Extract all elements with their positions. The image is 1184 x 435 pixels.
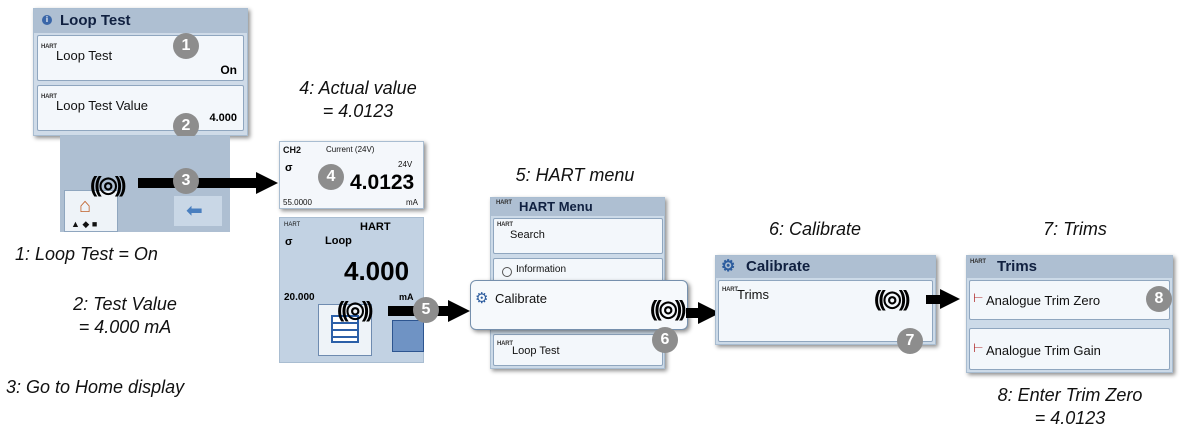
arrow-7-head (940, 289, 960, 309)
badge-7: 7 (897, 328, 923, 354)
trims-item-zero[interactable]: ⊢ Analogue Trim Zero (969, 280, 1170, 320)
home-small-text: ▲ ◆ ■ (71, 219, 98, 229)
calibrate-title: Calibrate (746, 258, 811, 275)
trims-label: Trims (737, 287, 770, 302)
hart-menu-title: HART Menu (519, 199, 593, 214)
back-arrow-icon: ⬅ (186, 200, 203, 222)
caption-enter-trim-line1: 8: Enter Trim Zero (997, 385, 1143, 405)
calibrate-panel: ⚙ Calibrate HART Trims (715, 255, 936, 345)
ch2-display: CH2 Current (24V) 24V σ 4.0123 55.0000 m… (279, 141, 424, 209)
loop-test-value-item[interactable]: HART Loop Test Value 4.000 (37, 85, 244, 131)
hart-sensor-icon: σ (285, 236, 293, 248)
caption-test-value: 2: Test Value = 4.000 mA (30, 293, 220, 339)
hart-value: 4.000 (344, 256, 410, 286)
arrow-3-head (256, 172, 278, 194)
ch2-title: Current (24V) (326, 145, 375, 154)
ch2-label: CH2 (283, 145, 302, 155)
trim-zero-icon: ⊢ (973, 291, 984, 305)
hart-icon: HART (41, 94, 57, 100)
hart-menu-item-information[interactable]: Information (493, 258, 663, 282)
hart-menu-item-search[interactable]: HART Search (493, 218, 663, 254)
press-icon: ((◎)) (874, 286, 910, 311)
loop-test-item[interactable]: HART Loop Test On (37, 35, 244, 81)
ch2-sensor-icon: σ (285, 162, 293, 174)
caption-actual-value-line1: 4: Actual value (299, 78, 417, 98)
information-label: Information (516, 264, 567, 275)
loop-test-menu-label: Loop Test (512, 345, 560, 357)
hart-menu-item-loop-test[interactable]: HART Loop Test (493, 334, 663, 366)
menu-button[interactable] (318, 304, 372, 356)
caption-test-value-line1: 2: Test Value (73, 294, 177, 314)
badge-4: 4 (318, 164, 344, 190)
ch2-min-unit: mA (406, 198, 418, 207)
press-icon: ((◎)) (337, 297, 373, 322)
badge-1: 1 (173, 33, 199, 59)
back-button[interactable]: ⬅ (174, 196, 222, 226)
loop-test-value-value: 4.000 (209, 112, 237, 124)
info-icon (502, 267, 512, 277)
loop-test-title: Loop Test (60, 12, 131, 29)
calibrate-gear-icon: ⚙ (475, 290, 489, 307)
hart-unit: mA (399, 292, 414, 302)
trims-item-gain[interactable]: ⊢ Analogue Trim Gain (969, 328, 1170, 370)
hart-icon: HART (722, 287, 738, 293)
caption-home-display: 3: Go to Home display (6, 377, 185, 397)
caption-enter-trim: 8: Enter Trim Zero = 4.0123 (960, 384, 1180, 430)
trims-title: Trims (997, 258, 1038, 275)
hart-icon: HART (497, 341, 513, 347)
trim-zero-label: Analogue Trim Zero (986, 293, 1101, 308)
hart-icon: HART (970, 259, 986, 265)
hart-icon: HART (496, 200, 512, 206)
press-icon: ((◎)) (90, 172, 126, 197)
badge-6: 6 (652, 327, 678, 353)
hart-icon: HART (497, 222, 513, 228)
caption-enter-trim-line2: = 4.0123 (1034, 408, 1106, 428)
badge-8: 8 (1146, 286, 1172, 312)
arrow-5-head (448, 300, 470, 322)
calibrate-header: ⚙ Calibrate (716, 256, 935, 278)
info-icon: i (42, 15, 52, 25)
loop-label: Loop (325, 235, 352, 247)
ch2-min: 55.0000 (283, 198, 312, 207)
loop-test-header: i Loop Test (34, 9, 247, 33)
ch2-value: 4.0123 (350, 171, 415, 194)
home-button[interactable]: ⌂ ▲ ◆ ■ (64, 190, 118, 232)
hart-menu-header: HART HART Menu (491, 198, 664, 216)
caption-test-value-line2: = 4.000 mA (78, 317, 172, 337)
trim-gain-icon: ⊢ (973, 341, 984, 355)
arrow-6-shaft (686, 308, 700, 318)
menu-list-icon (331, 315, 359, 343)
ch2-unit: 24V (398, 160, 413, 169)
calibrate-item-trims[interactable]: HART Trims (718, 280, 933, 342)
side-button[interactable] (392, 320, 424, 352)
hart-icon: HART (41, 44, 57, 50)
arrow-7-shaft (926, 295, 940, 304)
trims-panel: HART Trims ⊢ Analogue Trim Zero ⊢ Analog… (966, 255, 1173, 373)
calibrate-gear-icon: ⚙ (721, 258, 736, 275)
hart-menu-item-calibrate[interactable]: ⚙ Calibrate (470, 280, 688, 330)
badge-5: 5 (413, 297, 439, 323)
trims-header: HART Trims (967, 256, 1172, 278)
caption-actual-value-line2: = 4.0123 (322, 101, 394, 121)
press-icon: ((◎)) (650, 296, 686, 321)
caption-loop-test-on: 1: Loop Test = On (15, 244, 158, 264)
caption-actual-value: 4: Actual value = 4.0123 (258, 77, 458, 123)
hart-min: 20.000 (284, 292, 315, 303)
hart-label: HART (360, 221, 391, 233)
caption-calibrate: 6: Calibrate (768, 219, 862, 239)
caption-trims: 7: Trims (1043, 219, 1107, 239)
trim-gain-label: Analogue Trim Gain (986, 343, 1101, 358)
calibrate-label: Calibrate (495, 291, 548, 306)
search-label: Search (510, 229, 545, 241)
home-icon: ⌂ (79, 195, 92, 217)
loop-test-panel: i Loop Test HART Loop Test On HART Loop … (33, 8, 248, 136)
loop-test-item-value: On (220, 63, 237, 77)
hart-tag: HART (284, 222, 301, 228)
caption-hart-menu: 5: HART menu (515, 165, 635, 185)
arrow-6-head (698, 302, 720, 324)
badge-2: 2 (173, 113, 199, 139)
badge-3: 3 (173, 168, 199, 194)
loop-test-value-label: Loop Test Value (56, 98, 149, 113)
loop-test-item-label: Loop Test (56, 48, 113, 63)
